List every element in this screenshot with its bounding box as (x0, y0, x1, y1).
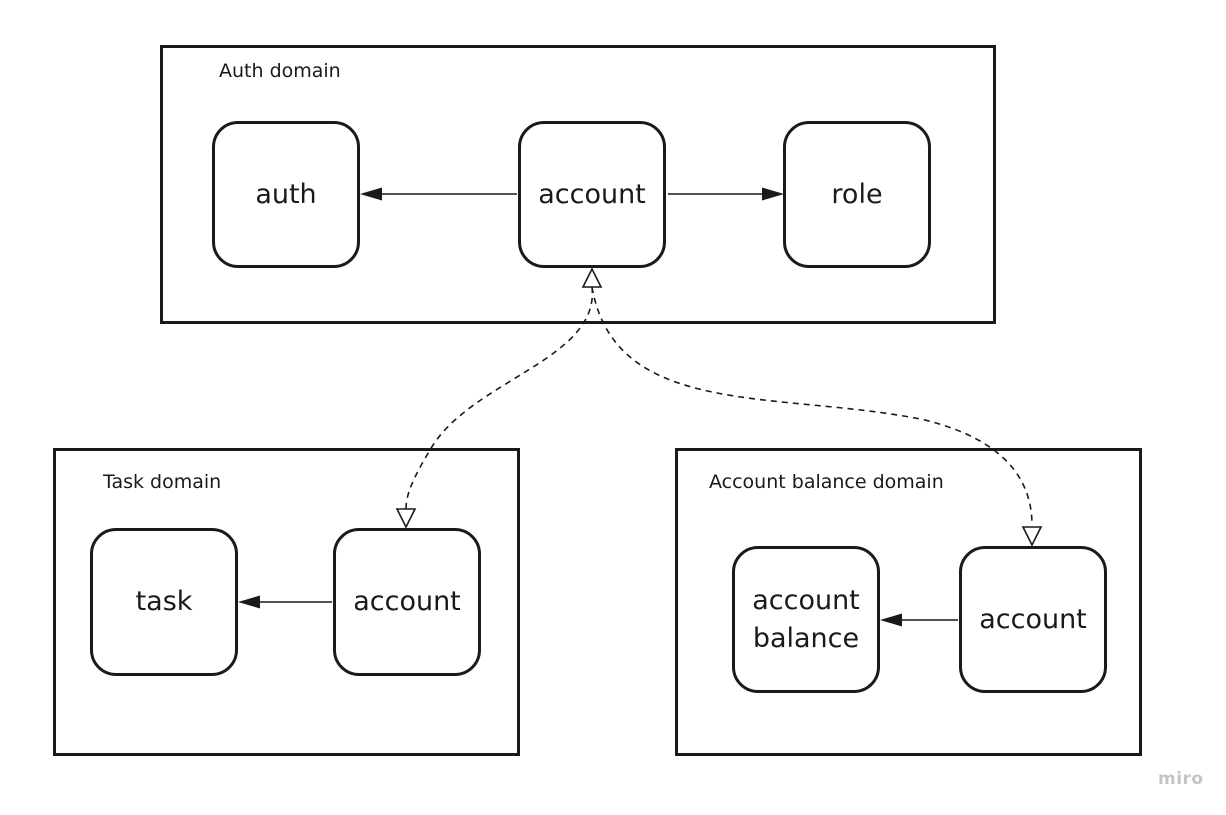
role-node[interactable]: role (783, 121, 931, 268)
auth-node-label: auth (255, 178, 317, 210)
inheritance-triangle-head (581, 267, 603, 288)
auth-domain-account-label: account (538, 178, 646, 210)
task-domain-account-label: account (353, 586, 461, 618)
task-node[interactable]: task (90, 528, 238, 676)
miro-watermark: miro (1158, 769, 1204, 789)
task-domain-label: Task domain (103, 471, 222, 493)
arrow-account-to-auth (360, 187, 517, 201)
arrow-account-to-role (668, 187, 784, 201)
balance-domain-box (675, 448, 1142, 756)
auth-domain-account-node[interactable]: account (518, 121, 666, 268)
balance-domain-label: Account balance domain (709, 471, 944, 493)
task-domain-account-node[interactable]: account (333, 528, 481, 676)
dashed-link-task-account-to-auth-account (395, 286, 593, 529)
account-balance-node-label: account balance (752, 584, 860, 654)
dashed-link-balance-account-to-auth-account (591, 286, 1043, 547)
arrow-account-to-task (238, 595, 332, 609)
arrow-account-to-account-balance (880, 613, 958, 627)
task-domain-box (53, 448, 520, 756)
auth-node[interactable]: auth (212, 121, 360, 268)
role-node-label: role (831, 178, 883, 210)
account-balance-node[interactable]: account balance (732, 546, 880, 693)
balance-domain-account-label: account (979, 603, 1087, 635)
balance-domain-account-node[interactable]: account (959, 546, 1107, 693)
auth-domain-box (160, 45, 996, 324)
task-node-label: task (135, 586, 193, 618)
auth-domain-label: Auth domain (219, 60, 341, 82)
